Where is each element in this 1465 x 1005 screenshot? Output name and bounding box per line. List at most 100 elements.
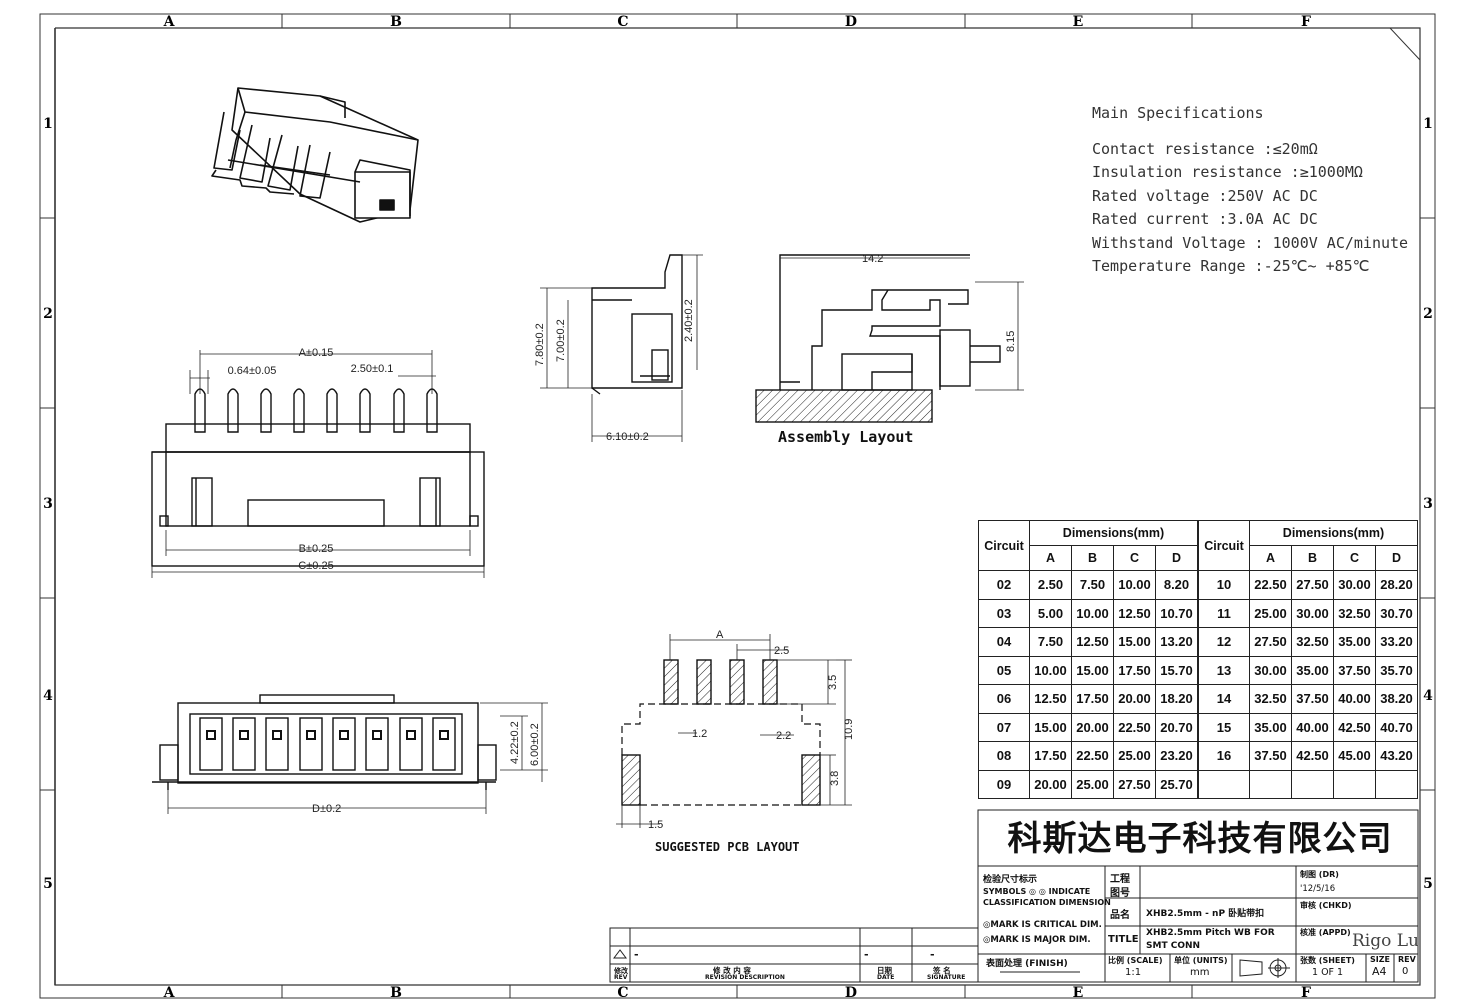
revision-label: 修 改 内 容 (713, 966, 751, 975)
rev-col-label-2: REV (614, 974, 628, 981)
units-value: mm (1190, 967, 1210, 978)
dimension-cell: 5.00 (1029, 598, 1072, 628)
spec-line: Rated current :3.0A AC DC (1092, 210, 1318, 228)
sheet-label: 张数 (SHEET) (1300, 956, 1355, 965)
dimension-cell: 20.00 (1029, 769, 1072, 799)
dim-h1: 4.22±0.2 (509, 721, 521, 764)
dimension-cell: 17.50 (1029, 741, 1072, 771)
rev-col-label: 修改 (614, 967, 628, 975)
dimension-cell: 20.70 (1155, 712, 1198, 742)
units-label: 单位 (UNITS) (1174, 956, 1228, 965)
scale-value: 1:1 (1125, 967, 1142, 978)
pcb-layout (621, 659, 821, 806)
dimension-cell: 15.00 (1113, 627, 1156, 657)
dimension-cell: 22.50 (1113, 712, 1156, 742)
dimension-cell: 23.20 (1155, 741, 1198, 771)
date-label-2: DATE (877, 974, 895, 981)
dimension-cell: 27.50 (1113, 769, 1156, 799)
dimension-cell: 27.50 (1249, 627, 1292, 657)
circuit-cell: 14 (1198, 684, 1250, 714)
assembly-dimension-lines (780, 257, 1024, 391)
critical-label: ◎MARK IS CRITICAL DIM. (983, 920, 1102, 930)
col-label-top: B (390, 14, 402, 30)
circuit-cell: 04 (978, 627, 1030, 657)
revision-label-2: REVISION DESCRIPTION (705, 974, 785, 981)
col-header: D (1375, 545, 1418, 571)
spec-line: Withstand Voltage : 1000V AC/minute (1092, 233, 1409, 252)
bottom-view (152, 694, 497, 790)
dim-asm-815: 8.15 (1005, 331, 1017, 352)
sign-label-2: SIGNATURE (927, 974, 966, 981)
dim-pcb-25: 2.5 (774, 645, 789, 657)
company-name: 科斯达电子科技有限公司 (1007, 819, 1393, 859)
symbols-label: SYMBOLS ◎ ◎ INDICATE (983, 887, 1091, 896)
dimension-cell: 32.50 (1291, 627, 1334, 657)
spec-line: Rated voltage :250V AC DC (1092, 186, 1318, 205)
spec-line: Insulation resistance :≥1000MΩ (1092, 163, 1363, 181)
dr-label: 制图 (DR) (1300, 870, 1339, 879)
dimension-cell: 12.50 (1029, 684, 1072, 714)
main-specifications: Main Specifications Contact resistance :… (1092, 102, 1408, 279)
revision-triangle-icon (613, 949, 627, 959)
dimension-cell: 28.20 (1375, 570, 1418, 600)
circuit-cell: 13 (1198, 655, 1250, 685)
title-label: TITLE (1108, 934, 1139, 945)
dimension-cell: 38.20 (1375, 684, 1418, 714)
dimension-cell (1249, 769, 1292, 799)
dimension-cell: 18.20 (1155, 684, 1198, 714)
dimension-cell: 10.70 (1155, 598, 1198, 628)
col-label-top: F (1301, 14, 1311, 30)
dim-side-780: 7.80±0.2 (534, 323, 546, 366)
dimension-cell: 12.50 (1113, 598, 1156, 628)
dimension-cell (1333, 769, 1376, 799)
bottom-dimension-lines (167, 702, 548, 814)
circuit-cell: 03 (978, 598, 1030, 628)
dimension-cell: 22.50 (1249, 570, 1292, 600)
classification-label: CLASSIFICATION DIMENSION (983, 898, 1111, 907)
dim-pcb-35: 3.5 (827, 675, 839, 690)
title-value-2: SMT CONN (1146, 941, 1201, 951)
circuit-cell: 15 (1198, 712, 1250, 742)
dim-pcb-a: A (716, 629, 724, 641)
name-label: 品名 (1110, 910, 1130, 921)
dimension-cell: 35.00 (1333, 627, 1376, 657)
circuit-cell: 07 (978, 712, 1030, 742)
dimension-cell: 42.50 (1291, 741, 1334, 771)
dimension-cell: 30.70 (1375, 598, 1418, 628)
major-label: ◎MARK IS MAJOR DIM. (983, 935, 1091, 945)
circuit-cell: 08 (978, 741, 1030, 771)
dimension-cell: 35.00 (1249, 712, 1292, 742)
sheet-value: 1 OF 1 (1312, 967, 1344, 978)
dim-side-240: 2.40±0.2 (683, 299, 695, 342)
dimension-cell: 17.50 (1071, 684, 1114, 714)
side-view (591, 254, 683, 395)
dimension-cell: 30.00 (1291, 598, 1334, 628)
dimension-cell (1375, 769, 1418, 799)
dimension-cell: 15.70 (1155, 655, 1198, 685)
dim-asm-142: 14.2 (862, 253, 883, 265)
dimensions-header: Dimensions(mm) (1249, 520, 1418, 546)
front-pins (194, 388, 438, 433)
drawing-no-label: 工程 (1110, 874, 1130, 885)
circuit-cell: 12 (1198, 627, 1250, 657)
dr-date: '12/5/16 (1300, 884, 1336, 894)
sign-dash: - (930, 948, 935, 961)
dimension-cell: 40.70 (1375, 712, 1418, 742)
assembly-view (755, 254, 1001, 423)
dimension-cell: 42.50 (1333, 712, 1376, 742)
date-label: 日期 (877, 966, 892, 975)
dimension-cell: 10.00 (1113, 570, 1156, 600)
dimension-cell: 27.50 (1291, 570, 1334, 600)
dim-pcb-109: 10.9 (843, 719, 855, 740)
spec-heading: Main Specifications (1092, 104, 1264, 122)
dim-side-610: 6.10±0.2 (606, 431, 649, 443)
dimension-cell: 15.00 (1071, 655, 1114, 685)
dim-pcb-12: 1.2 (692, 728, 707, 740)
